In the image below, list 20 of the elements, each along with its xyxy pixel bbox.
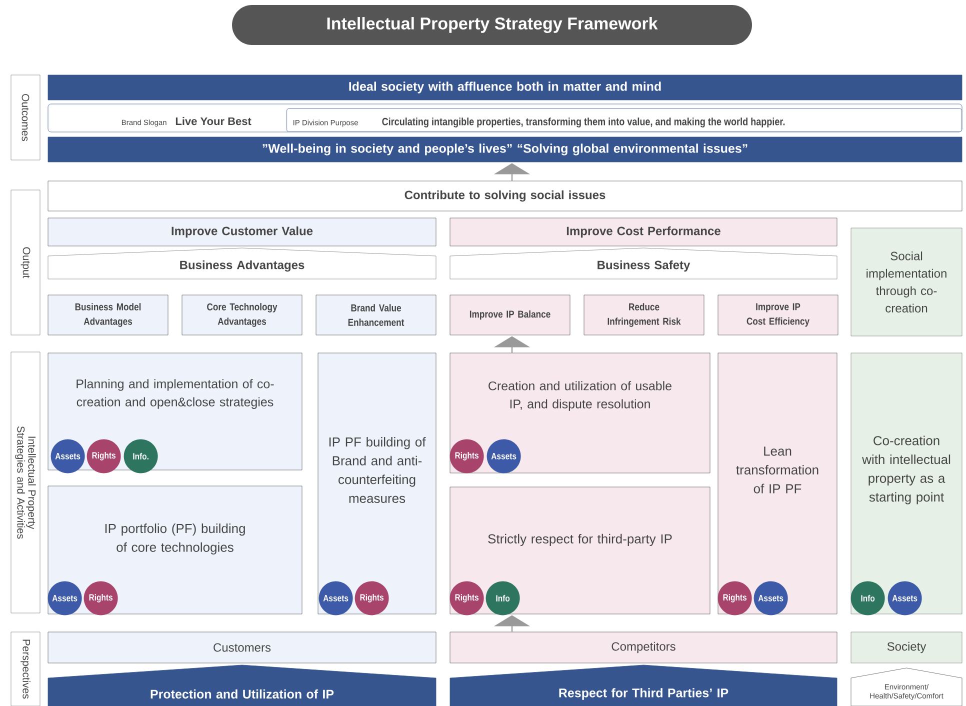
advantage-box: Improve IP Cost Efficiency — [718, 294, 838, 336]
advantage-box: Core Technology Advantages — [182, 294, 302, 336]
advantage-box: Business Model Advantages — [48, 294, 168, 336]
perspective-box: Society — [850, 632, 962, 664]
side-label: Perspectives — [10, 632, 40, 706]
goal-box: Contribute to solving social issues — [48, 180, 962, 212]
perspective-box: Customers — [48, 632, 436, 664]
title-banner: Intellectual Property Strategy Framework — [232, 5, 752, 45]
goal-box: Improve Customer Value — [48, 218, 436, 246]
side-label: Outcomes — [10, 74, 40, 160]
heading-bar: ”Well-being in society and people’s lives” “Solving global environmental issues” — [48, 136, 962, 162]
side-label: Output — [10, 190, 40, 336]
goal-box: Social implementation through co-creation — [850, 228, 962, 336]
heading-bar: Ideal society with affluence both in matter and mind — [48, 74, 962, 100]
advantage-box: Reduce Infringement Risk — [584, 294, 704, 336]
goal-box: Improve Cost Performance — [450, 218, 838, 246]
perspective-box: Competitors — [450, 632, 838, 664]
advantage-box: Improve IP Balance — [450, 294, 570, 336]
advantage-box: Brand Value Enhancement — [316, 294, 436, 336]
side-label: Intellectual Property Strategies and Activities — [10, 352, 40, 614]
